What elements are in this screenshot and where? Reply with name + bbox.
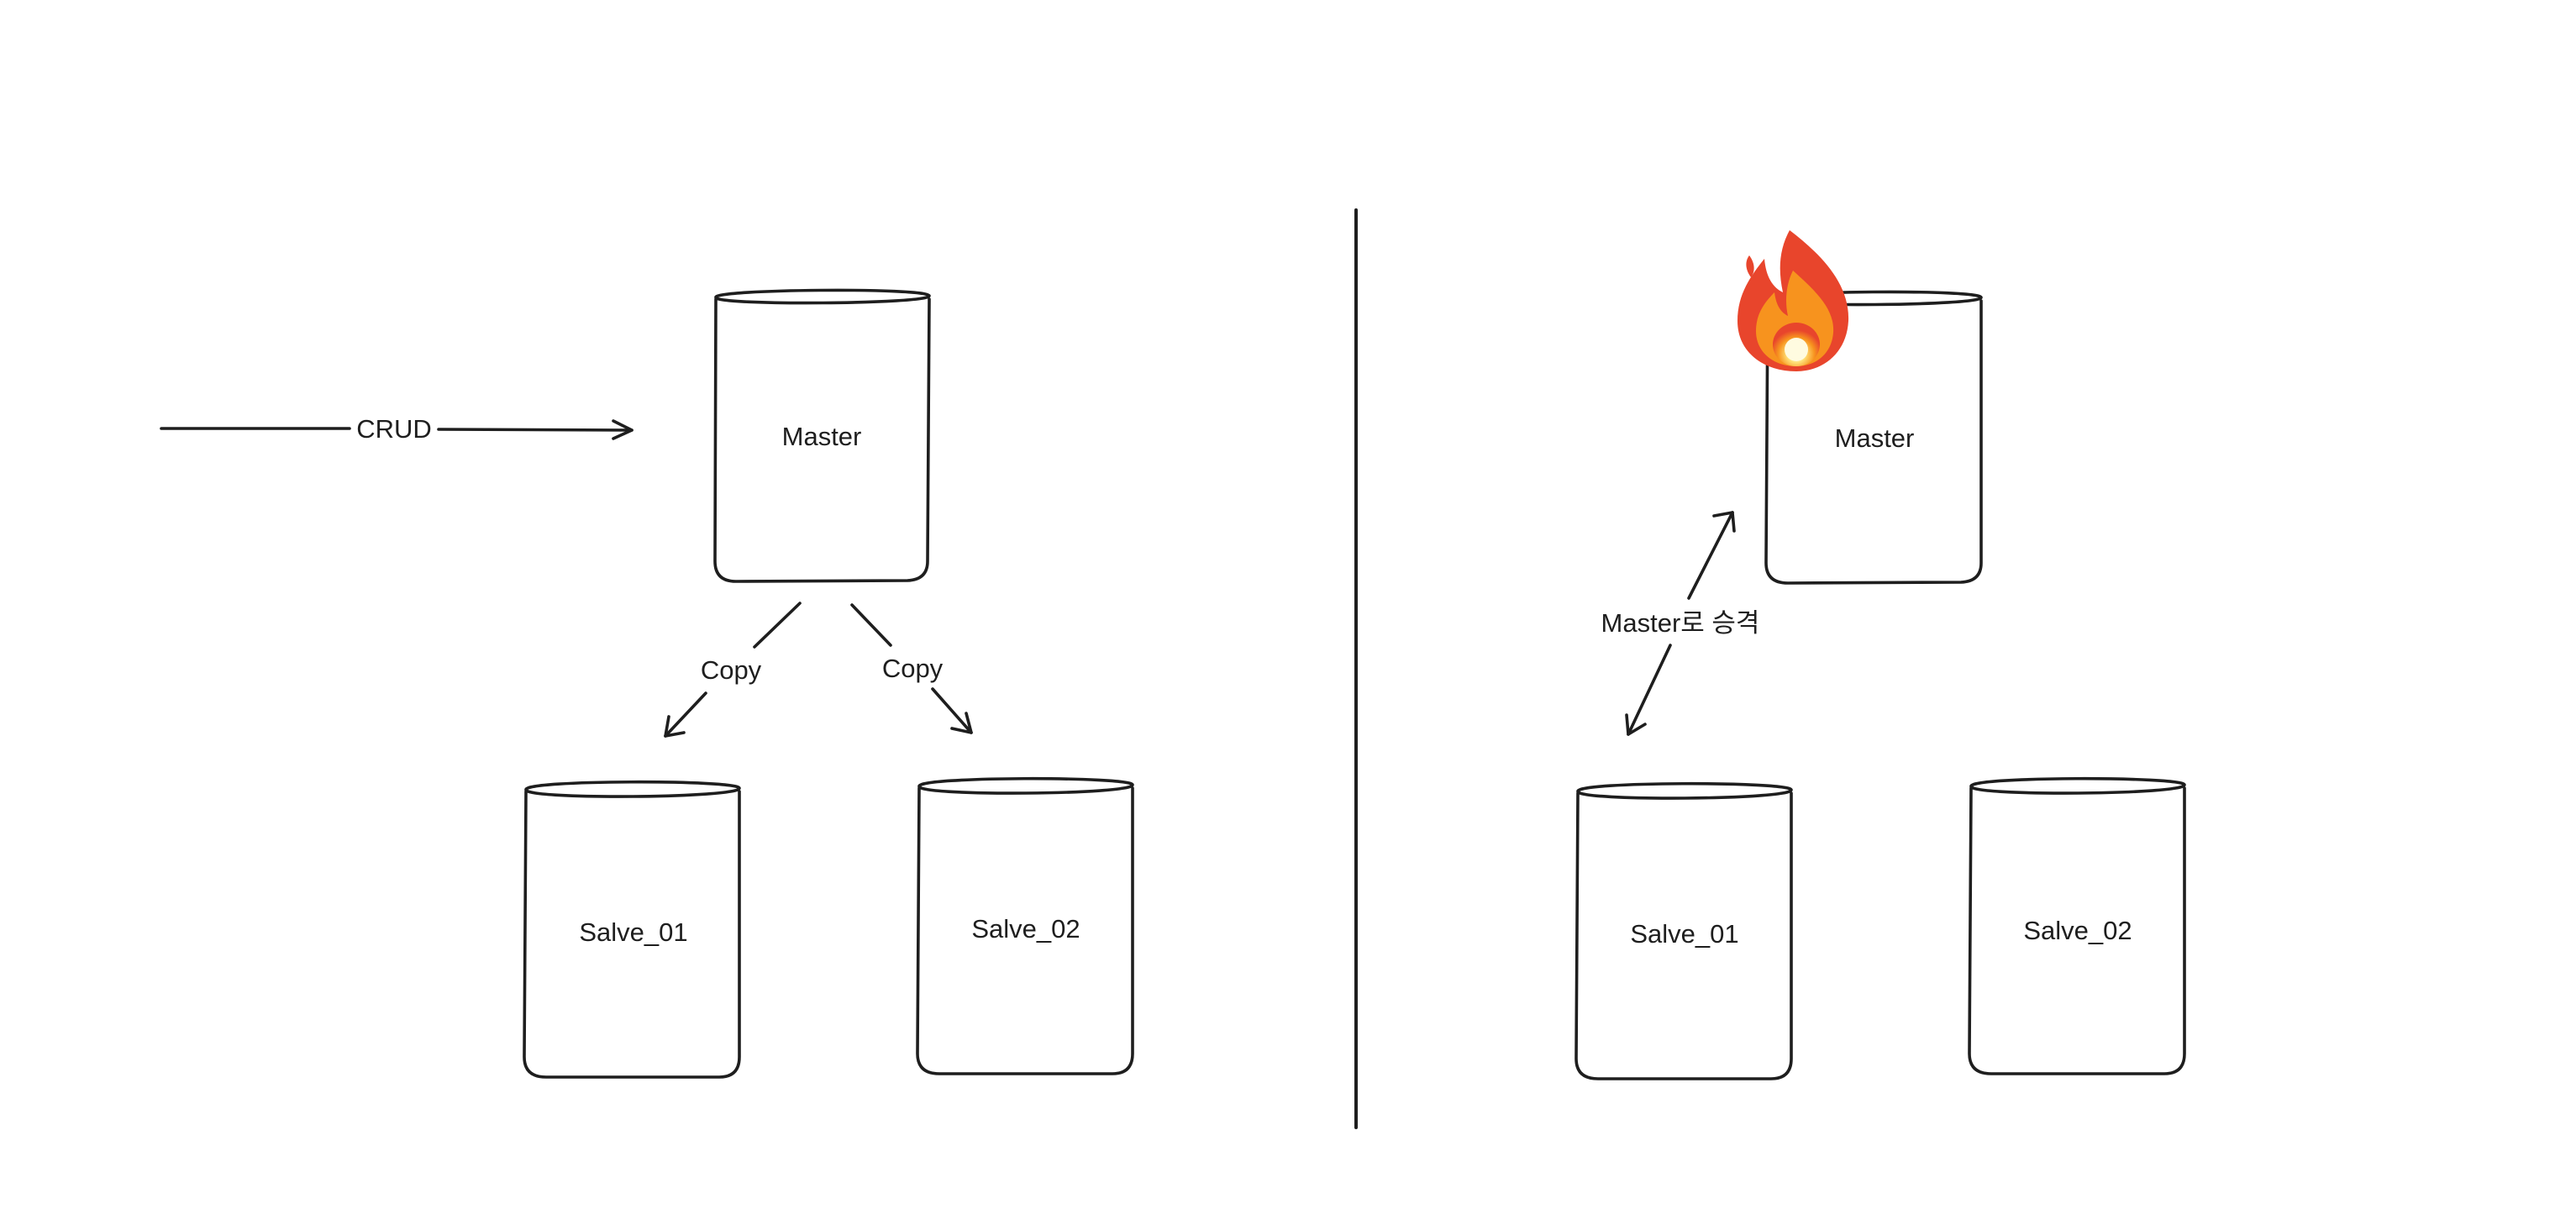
fire-icon (1737, 230, 1849, 371)
left-diagram: CRUD Master Copy Copy Salve_01 (160, 288, 1134, 1079)
copy-right-label: Copy (882, 654, 944, 683)
right-diagram: Master Master로 승격 Salve_01 (1575, 230, 2186, 1080)
right-master-label: Master (1835, 423, 1915, 453)
master-label: Master (782, 422, 862, 451)
promote-double-arrow: Master로 승격 (1601, 511, 1760, 736)
promote-label: Master로 승격 (1601, 608, 1760, 638)
slave2-label: Salve_02 (971, 914, 1080, 944)
right-slave2-label: Salve_02 (2023, 916, 2132, 945)
right-slave2-db-cylinder: Salve_02 (1968, 776, 2186, 1075)
slave1-label: Salve_01 (579, 917, 687, 947)
master-db-cylinder: Master (713, 288, 931, 583)
crud-label: CRUD (356, 414, 432, 444)
right-slave1-label: Salve_01 (1630, 919, 1738, 949)
crud-arrow: CRUD (160, 414, 633, 444)
copy-arrow-left: Copy (664, 602, 802, 738)
slave1-db-cylinder: Salve_01 (523, 780, 741, 1079)
copy-arrow-right: Copy (850, 603, 973, 734)
right-slave1-db-cylinder: Salve_01 (1575, 781, 1793, 1080)
slave2-db-cylinder: Salve_02 (916, 776, 1134, 1075)
copy-left-label: Copy (701, 655, 762, 685)
